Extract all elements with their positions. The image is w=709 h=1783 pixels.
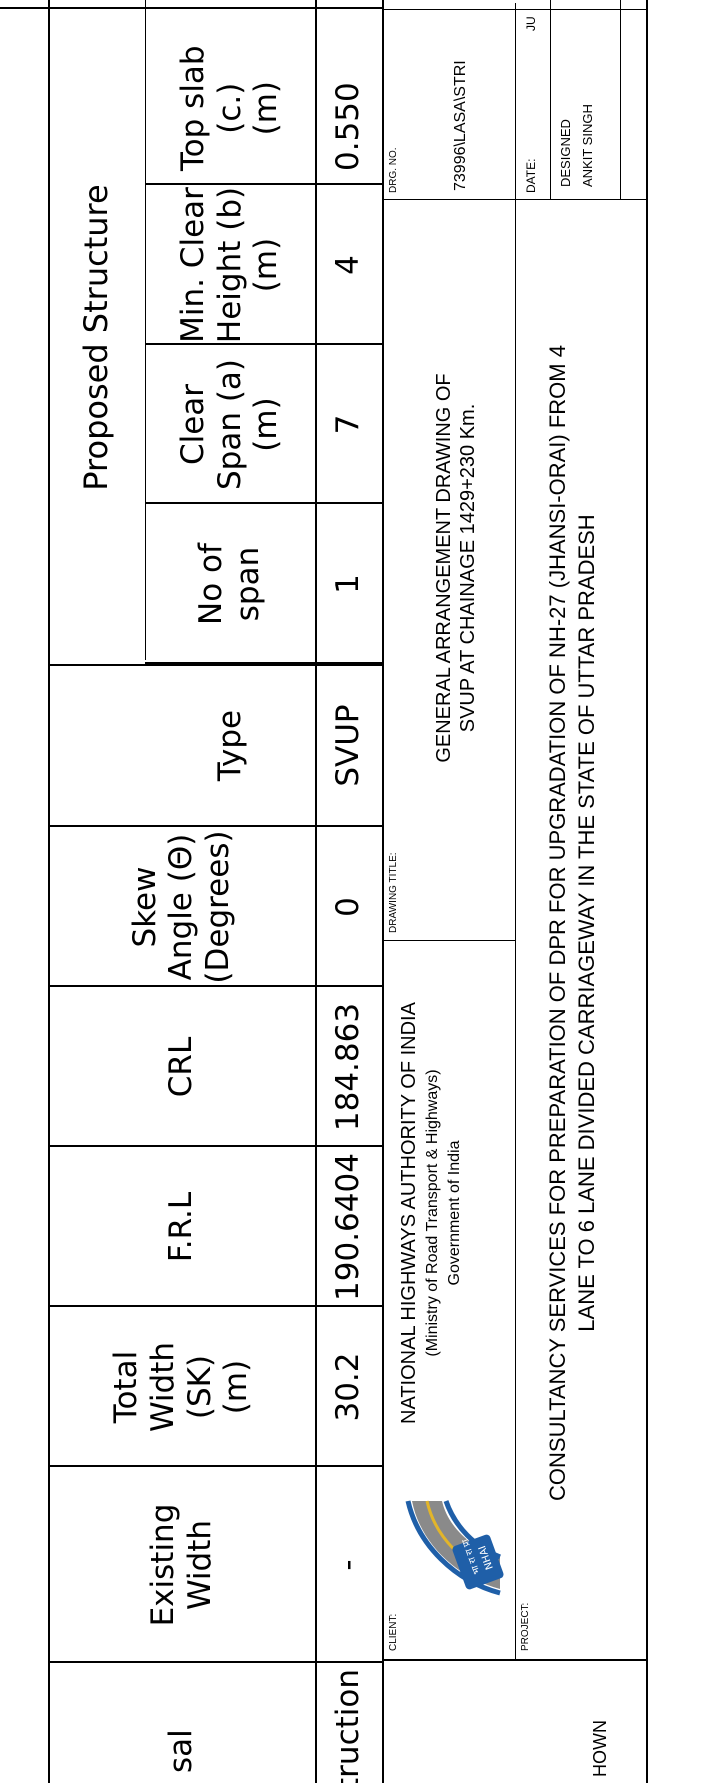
title-drgno-divider: [382, 199, 646, 200]
client-government: Government of India: [446, 1140, 463, 1286]
total-width-header: Total Width (SK) (m): [108, 1341, 255, 1433]
designed-divider: [620, 0, 621, 200]
scale-fragment: HOWN: [590, 1720, 610, 1777]
table-row-clear-span: 7: [330, 414, 367, 435]
table-row-crl: 184.863: [330, 1002, 367, 1132]
table-row-proposal: truction: [330, 1669, 367, 1783]
nhai-logo: भा रा रा प्रा NHAI: [400, 1497, 508, 1597]
title-block-bottom-border: [646, 0, 648, 1783]
date-divider: [550, 0, 551, 200]
existing-width-header: Existing Width: [144, 1503, 218, 1627]
title-block-right-border: [382, 9, 646, 10]
edge-header-fragment: D: [0, 0, 48, 9]
table-row-existing-width: -: [330, 1559, 367, 1571]
table-row-type: SVUP: [330, 704, 367, 787]
client-ministry: (Ministry of Road Transport & Highways): [424, 1069, 441, 1357]
proposal-header-fragment: sal: [163, 1729, 200, 1773]
designer-name: ANKIT SINGH: [580, 104, 595, 187]
table-row-frl: 190.6404: [330, 1153, 367, 1301]
date-value: JU: [524, 16, 538, 31]
table-row-top-slab: 0.550: [330, 82, 367, 171]
drg-no-label: DRG. NO.: [388, 147, 399, 193]
client-label: CLIENT:: [388, 1613, 399, 1651]
no-of-span-header: No of span: [193, 543, 266, 625]
drg-no-value: 73996\LASA\STRI: [452, 60, 469, 191]
project-label: PROJECT:: [520, 1602, 531, 1651]
table-row-skew: 0: [330, 897, 367, 917]
skew-angle-header: Skew Angle (Θ) (Degrees): [126, 830, 236, 984]
table-row-min-clear-height: 4: [330, 255, 367, 275]
top-slab-header: Top slab (c.) (m): [175, 45, 285, 171]
min-clear-height-header: Min. Clear Height (b) (m): [175, 186, 285, 344]
date-label: DATE:: [524, 158, 538, 193]
crl-header: CRL: [163, 1036, 200, 1098]
nhai-logo-icon: भा रा रा प्रा NHAI: [405, 1500, 504, 1596]
client-name: NATIONAL HIGHWAYS AUTHORITY OF INDIA: [398, 1002, 420, 1424]
table-bottom-border: [382, 0, 384, 1783]
designed-label: DESIGNED: [558, 119, 573, 187]
client-title-divider: [382, 940, 515, 941]
table-row-total-width: 30.2: [330, 1352, 367, 1422]
proposed-structure-header: Proposed Structure: [76, 184, 115, 491]
frl-header: F.R.L: [163, 1191, 200, 1263]
project-title: CONSULTANCY SERVICES FOR PREPARATION OF …: [545, 345, 599, 1501]
drawing-title: GENERAL ARRANGEMENT DRAWING OF SVUP AT C…: [433, 373, 479, 763]
clear-span-header: Clear Span (a) (m): [175, 358, 285, 491]
title-block-mid-divider: [515, 3, 516, 1661]
type-header: Type: [211, 709, 248, 782]
drawing-title-label: DRAWING TITLE:: [388, 852, 399, 933]
table-row-no-of-span: 1: [330, 574, 367, 594]
